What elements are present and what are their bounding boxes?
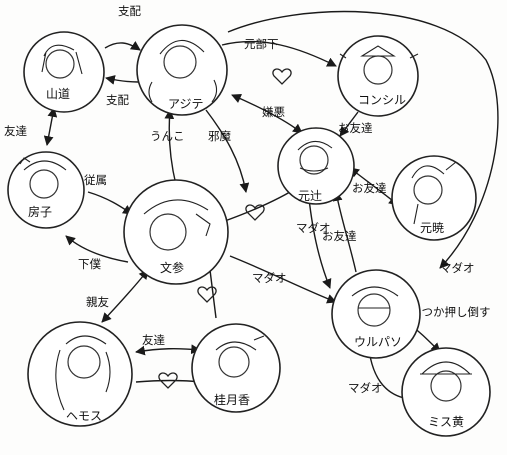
edge-hemosu-katsura [135,344,201,356]
node-label: ウルパソ [354,335,402,349]
node-label: 桂月香 [214,392,250,407]
node-label: アジテ [168,97,204,111]
edge-ajite-kochinshi [221,40,337,67]
edge-label: 友達 [4,124,27,138]
heart-icon [158,372,178,389]
edge-label: 下僕 [78,257,101,271]
edge-yamamichi-ajite-top [104,41,141,51]
edge-label: 支配 [118,4,141,18]
edge-labels: 支配 支配 友達 元部下 嫌悪 お友達 邪魔 うんこ 従属 お友達 下僕 マダオ… [4,4,491,395]
edge-label: お友達 [322,229,357,243]
node-ajite: アジテ [136,24,228,116]
edge-ajite-yamamichi-bottom [105,75,139,85]
edge-label: マダオ [296,221,331,235]
edge-kochinshi-motoshi [339,111,359,137]
node-label: ミス黄 [428,415,464,429]
edge-arc-warupaso [227,10,499,269]
node-hemosu: ヘモス [27,321,133,427]
edge-label: 邪魔 [208,129,231,143]
edge-label: 元部下 [244,37,279,51]
node-kochinshi: コンシル [337,35,419,117]
edge-label: お友達 [352,181,387,195]
node-label: 文参 [160,260,184,275]
node-label: 元暁 [420,221,444,235]
node-label: 元辻 [298,189,322,203]
edge-warupaso-motoshi [332,191,357,273]
edge-yamamichi-bouko [43,107,58,146]
node-katsura: 桂月香 [191,323,281,413]
node-yamamichi: 山道 [23,31,105,113]
node-warupaso: ウルパソ [331,269,421,359]
node-bouko: 房子 [7,151,85,229]
edge-label: 友達 [142,333,165,347]
node-label: ヘモス [66,409,102,423]
node-label: コンシル [358,93,406,107]
heart-icon [245,204,265,221]
node-motoaki: 元暁 [391,155,477,241]
edge-shisai-hemosu [101,269,149,323]
node-shisai: 文参 [123,179,229,285]
node-label: 房子 [28,204,52,219]
edge-label: マダオ [252,271,287,285]
edge-label: いつか押し倒す [410,305,491,319]
edge-label: マダオ [348,381,383,395]
edge-bouko-shisai [87,191,133,215]
edge-label: うんこ [150,129,185,143]
heart-icon [197,286,217,303]
edge-label: 従属 [84,173,107,187]
node-missfu: ミス黄 [401,347,491,437]
edge-ajite-motoshi [231,94,303,134]
edge-shisai-bouko [65,235,129,263]
edge-shisai-ajite [164,109,177,186]
edge-ajite-shisai [205,109,250,193]
edge-shisai-warupaso [229,255,337,304]
edge-label: 親友 [86,295,109,309]
edge-label: 支配 [106,93,129,107]
edge-shisai-katsura [209,269,217,319]
edge-hemosu-katsura-heart [135,379,203,383]
edge-label: マダオ [440,261,475,275]
node-motoshi: 元辻 [277,127,355,205]
node-label: 山道 [46,87,70,101]
edge-label: お友達 [338,121,373,135]
edge-label: 嫌悪 [262,105,285,119]
heart-icon [272,68,292,85]
